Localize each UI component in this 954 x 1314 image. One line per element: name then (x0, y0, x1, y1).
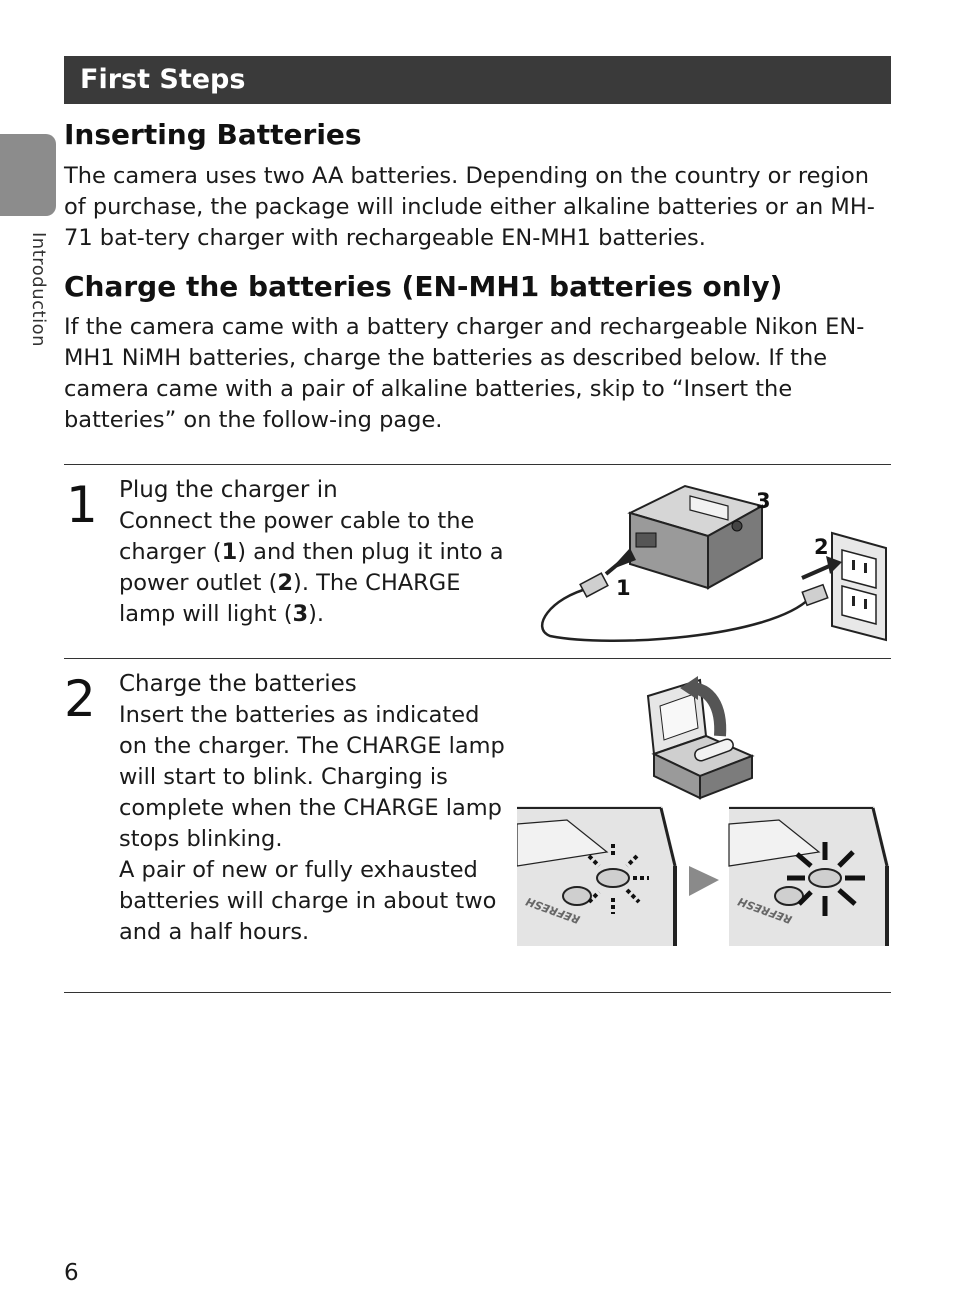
charge-lamp-illustration: REFRESH REFRESH (517, 806, 889, 946)
step-title: Charge the batteries (119, 671, 357, 697)
step-divider (64, 992, 891, 993)
step-number: 2 (64, 670, 96, 728)
arrow-icon (604, 552, 632, 576)
charger-body (627, 484, 765, 590)
open-charger-illustration (646, 676, 755, 800)
cable-connector (579, 572, 609, 598)
callout-1: 1 (616, 576, 631, 600)
banner-title: First Steps (80, 64, 246, 95)
charger-plug-illustration: 1 2 3 (541, 484, 887, 642)
subsection-intro: If the camera came with a battery charge… (64, 314, 865, 433)
step-title: Plug the charger in (119, 477, 338, 503)
lamp-blinking: REFRESH (517, 806, 677, 946)
subsection-title: Charge the batteries (EN-MH1 batteries o… (64, 270, 783, 303)
cable-plug (801, 583, 829, 607)
power-cable (541, 586, 811, 642)
section-title: Inserting Batteries (64, 118, 362, 151)
step-divider (64, 658, 891, 659)
step-instructions: Connect the power cable to the charger (… (119, 508, 504, 627)
callout-2: 2 (814, 535, 829, 559)
arrow-icon (826, 556, 842, 574)
step-divider (64, 464, 891, 465)
section-banner: First Steps (64, 56, 891, 104)
step-instructions: Insert the batteries as indicated on the… (119, 702, 505, 945)
step-number: 1 (66, 476, 98, 534)
chapter-label: Introduction (28, 232, 49, 348)
arrow-right-icon (689, 866, 719, 896)
page-number: 6 (64, 1260, 79, 1286)
callout-3: 3 (756, 489, 771, 513)
lamp-steady: REFRESH (728, 806, 889, 946)
chapter-tab (0, 134, 56, 216)
section-intro: The camera uses two AA batteries. Depend… (64, 163, 875, 251)
wall-outlet (831, 531, 887, 642)
